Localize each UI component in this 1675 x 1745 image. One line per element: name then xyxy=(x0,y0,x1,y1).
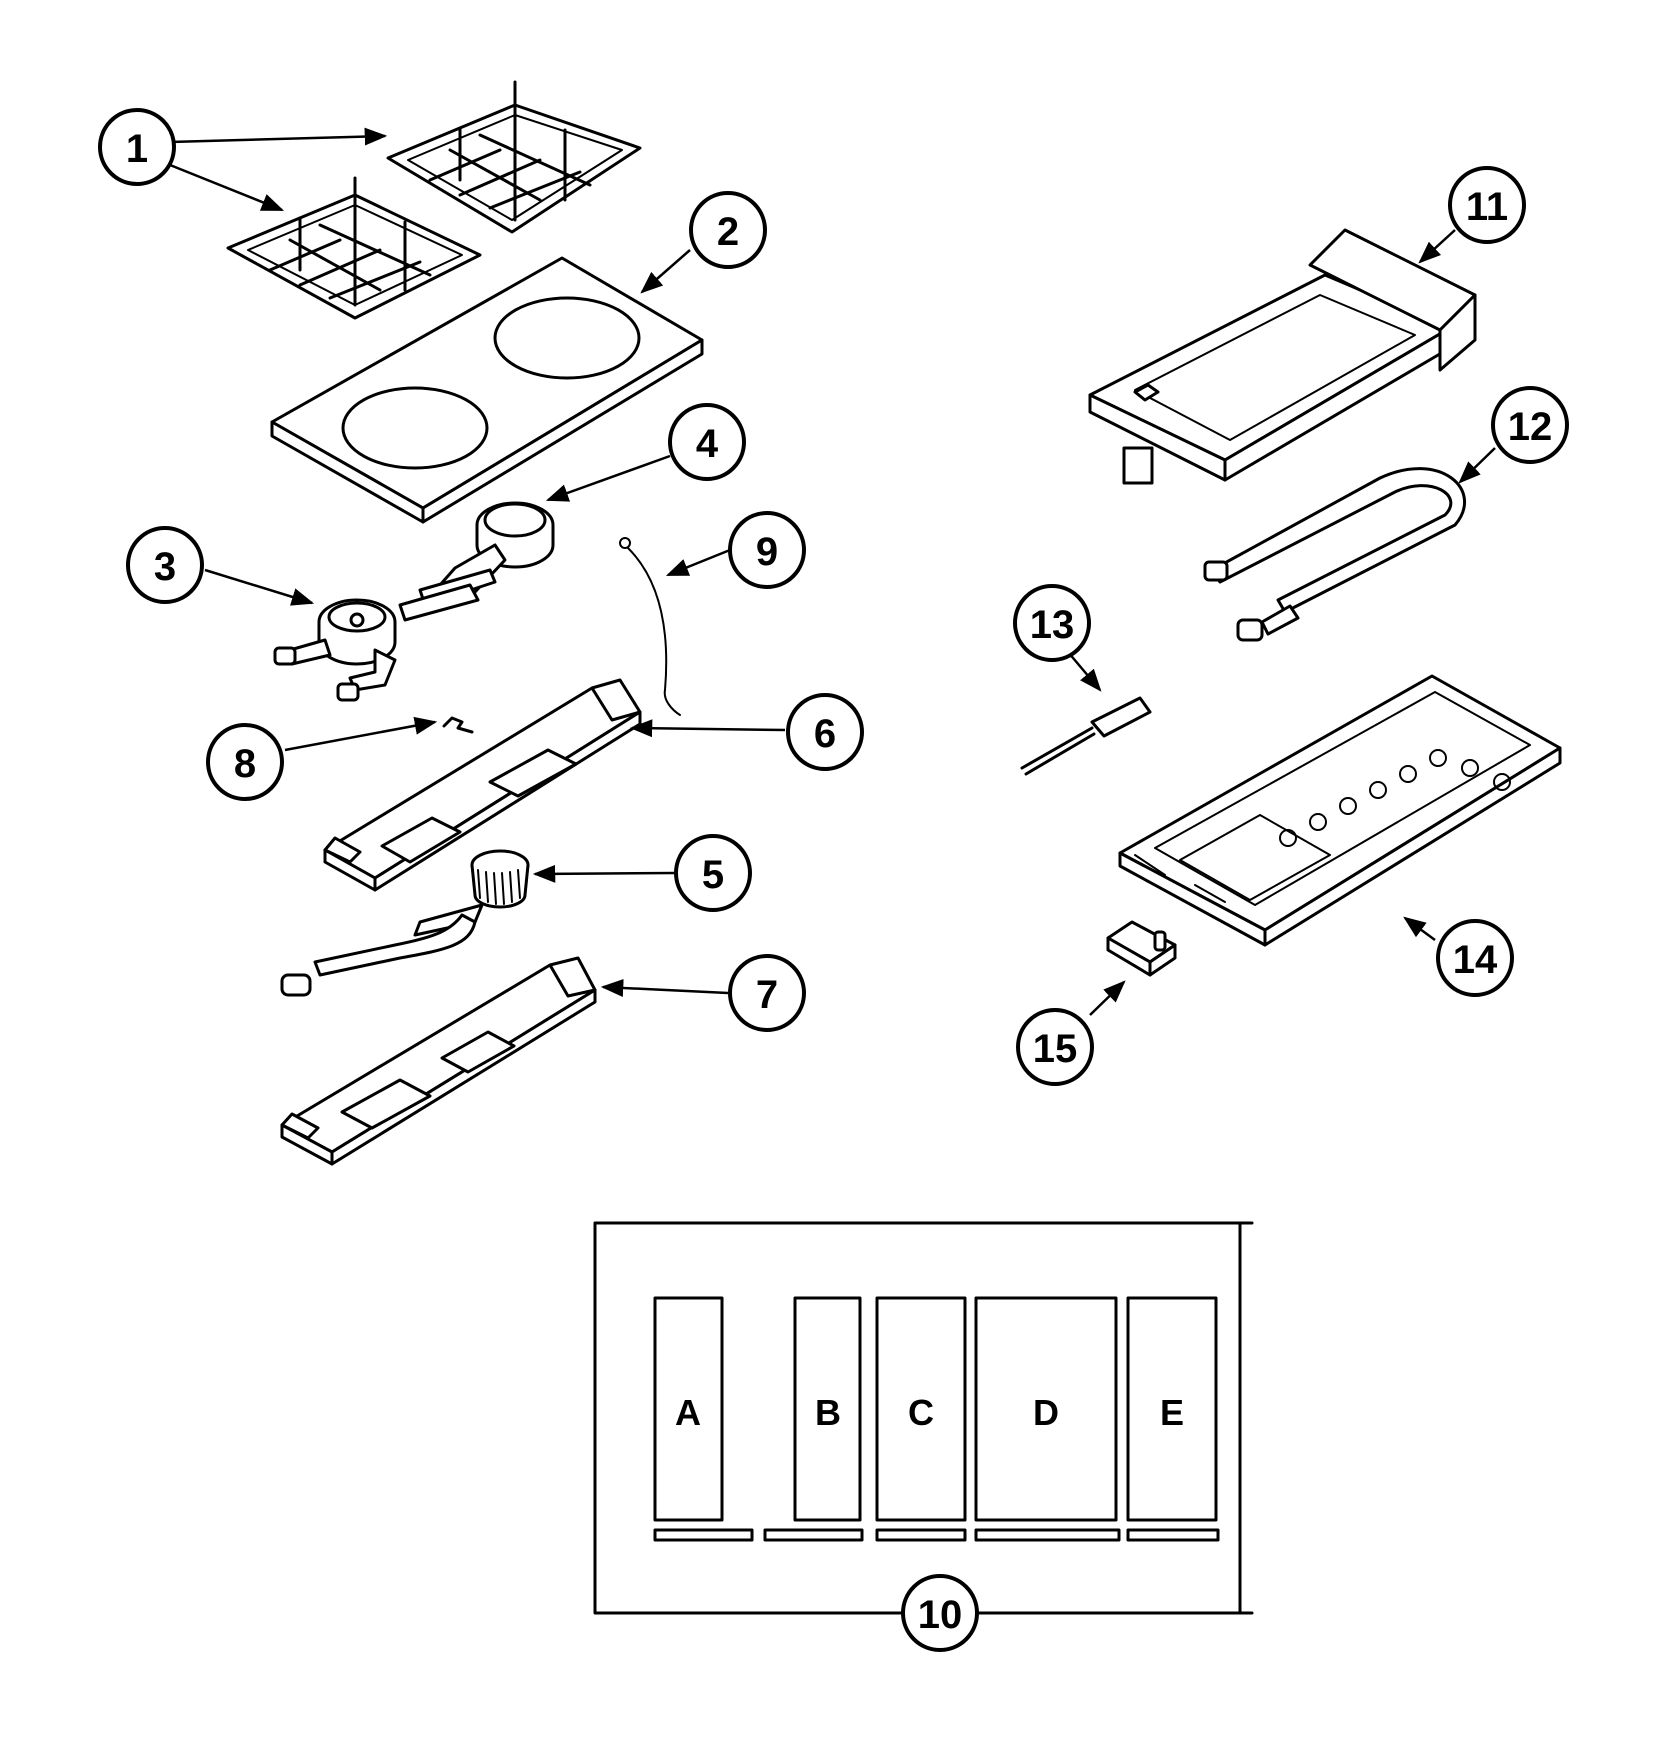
callout-14-label: 14 xyxy=(1453,938,1498,982)
callout-10: 10 xyxy=(901,1574,979,1652)
callout-4: 4 xyxy=(668,403,746,481)
callout-13-label: 13 xyxy=(1030,603,1075,647)
callout-15: 15 xyxy=(1016,1008,1094,1086)
griddle xyxy=(1088,228,1477,485)
callout-2-label: 2 xyxy=(717,210,739,254)
callout-8-label: 8 xyxy=(234,742,256,786)
burner-grate-right xyxy=(386,80,642,234)
callout-9-label: 9 xyxy=(756,530,778,574)
callout-1: 1 xyxy=(98,108,176,186)
callout-6: 6 xyxy=(786,693,864,771)
griddle-burner-box xyxy=(1118,674,1562,947)
callout-11: 11 xyxy=(1448,166,1526,244)
callout-12: 12 xyxy=(1491,386,1569,464)
callout-1-label: 1 xyxy=(126,127,148,171)
callout-3: 3 xyxy=(126,526,204,604)
bay-e-label: E xyxy=(1160,1392,1184,1433)
griddle-burner xyxy=(1203,467,1467,642)
burner-grate-left xyxy=(226,176,482,320)
igniter-switch xyxy=(1106,920,1177,977)
callout-14: 14 xyxy=(1436,919,1514,997)
callout-4-label: 4 xyxy=(696,422,719,466)
callout-2: 2 xyxy=(689,191,767,269)
callout-6-label: 6 xyxy=(814,712,836,756)
callout-5: 5 xyxy=(674,834,752,912)
burner-tray-upper xyxy=(323,678,642,892)
callout-7-label: 7 xyxy=(756,973,778,1017)
bay-a: A xyxy=(653,1296,754,1542)
burner-clip xyxy=(442,716,474,734)
cooktop-panel xyxy=(270,256,704,524)
callout-13: 13 xyxy=(1013,584,1091,662)
thermocouple xyxy=(1020,696,1152,776)
leader-lines xyxy=(169,127,1496,1016)
simmer-burner xyxy=(280,849,530,997)
callout-9: 9 xyxy=(728,511,806,589)
bay-a-label: A xyxy=(675,1392,701,1433)
front-burner xyxy=(273,568,497,702)
burner-tray-lower xyxy=(280,956,597,1166)
callout-15-label: 15 xyxy=(1033,1027,1078,1071)
bay-d: D xyxy=(974,1296,1121,1542)
igniter-wire xyxy=(619,537,681,716)
callout-12-label: 12 xyxy=(1508,405,1553,449)
bay-c: C xyxy=(875,1296,967,1542)
bay-b-label: B xyxy=(815,1392,841,1433)
bay-b: B xyxy=(763,1296,864,1542)
bay-c-label: C xyxy=(908,1392,934,1433)
callout-3-label: 3 xyxy=(154,545,176,589)
callout-11-label: 11 xyxy=(1466,185,1508,229)
callout-8: 8 xyxy=(206,723,284,801)
callout-10-label: 10 xyxy=(918,1593,963,1637)
bay-e: E xyxy=(1126,1296,1220,1542)
callout-7: 7 xyxy=(728,954,806,1032)
callout-5-label: 5 xyxy=(702,853,724,897)
bay-d-label: D xyxy=(1033,1392,1059,1433)
